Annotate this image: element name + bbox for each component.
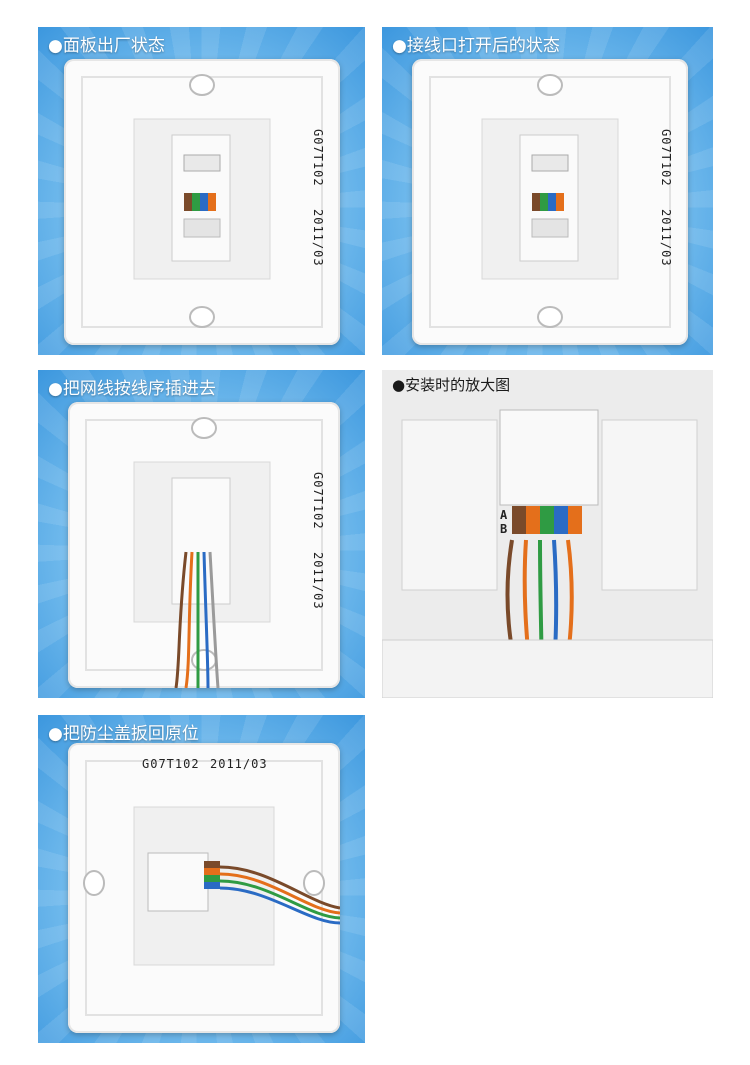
screw-hole <box>189 306 215 328</box>
wall-plate: G07T102 2011/03 <box>68 402 340 688</box>
panel-title: ●接线口打开后的状态 <box>392 36 560 56</box>
date-label: 2011/03 <box>311 209 325 267</box>
plate-structure <box>85 417 323 688</box>
cable-wires <box>219 865 340 925</box>
panel-factory-state: ●面板出厂状态 G07T102 2011/03 <box>38 27 365 355</box>
date-label: 2011/03 <box>659 209 673 267</box>
panel-title: ●面板出厂状态 <box>48 36 165 56</box>
panel-opened-state: ●接线口打开后的状态 G07T102 2011/03 <box>382 27 713 355</box>
row-a-label: A <box>500 508 509 522</box>
panel-title: ●把网线按线序插进去 <box>48 379 216 399</box>
wall-plate: G07T102 2011/03 <box>64 59 340 345</box>
panel-insert-cable: ●把网线按线序插进去 G07T102 2011/03 <box>38 370 365 698</box>
date-label: 2011/03 <box>210 757 268 771</box>
cable-wires <box>174 551 220 688</box>
date-label: 2011/03 <box>311 552 325 610</box>
wall-plate: G07T102 2011/03 <box>412 59 688 345</box>
plate-structure <box>83 760 340 1016</box>
model-label: G07T102 <box>311 472 325 530</box>
panel-title: ●把防尘盖扳回原位 <box>48 724 199 744</box>
plate-structure <box>81 74 323 328</box>
panel-close-cover: ●把防尘盖扳回原位 G07T102 2011/03 <box>38 715 365 1043</box>
panel-closeup: ●安装时的放大图 A B <box>382 370 713 698</box>
color-code-block <box>204 861 220 889</box>
wall-plate: G07T102 2011/03 <box>68 743 340 1033</box>
color-code-block <box>184 193 216 211</box>
panel-title: ●安装时的放大图 <box>392 376 511 394</box>
model-label: G07T102 <box>311 129 325 187</box>
plate-structure <box>429 74 671 328</box>
color-code-block <box>512 506 582 534</box>
screw-hole <box>189 74 215 96</box>
row-b-label: B <box>500 522 509 536</box>
model-label: G07T102 <box>142 757 200 771</box>
model-label: G07T102 <box>659 129 673 187</box>
closeup-illustration <box>382 370 713 698</box>
